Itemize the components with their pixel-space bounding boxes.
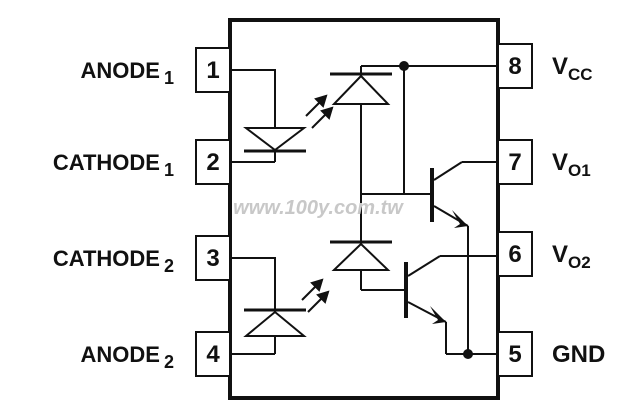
photodiode-2 xyxy=(330,194,406,291)
transistor-2 xyxy=(404,255,498,355)
pin-label-vo2: VO2 xyxy=(552,241,591,272)
watermark: www.100y.com.tw xyxy=(233,197,404,219)
pin-number-7: 7 xyxy=(508,149,521,176)
emitter-arrow-1-icon xyxy=(452,210,468,228)
pin-number-1: 1 xyxy=(206,57,219,84)
pin-number-2: 2 xyxy=(206,149,219,176)
photodiode-1 xyxy=(330,65,498,195)
pin-number-4: 4 xyxy=(206,341,220,368)
pin-label-vcc: VCC xyxy=(552,53,593,84)
junction-dot-gnd xyxy=(463,349,473,359)
emitter-arrow-2-icon xyxy=(430,306,446,324)
led-1 xyxy=(230,69,307,163)
pin-number-5: 5 xyxy=(508,341,521,368)
pin-label-gnd: GND xyxy=(552,341,605,368)
pin-box-6 xyxy=(497,231,533,277)
pin-number-8: 8 xyxy=(508,53,521,80)
pin-number-6: 6 xyxy=(508,241,521,268)
transistor-1 xyxy=(430,161,498,354)
pin-box-4 xyxy=(195,331,231,377)
ic-package-body xyxy=(228,18,500,400)
pin-box-2 xyxy=(195,139,231,185)
light-arrows-1-icon xyxy=(305,94,334,129)
pin-box-1 xyxy=(195,47,231,93)
light-arrows-2-icon xyxy=(301,278,330,313)
led-2 xyxy=(230,257,307,355)
pin-label-vo1: VO1 xyxy=(552,149,591,180)
pin-number-3: 3 xyxy=(206,245,219,272)
